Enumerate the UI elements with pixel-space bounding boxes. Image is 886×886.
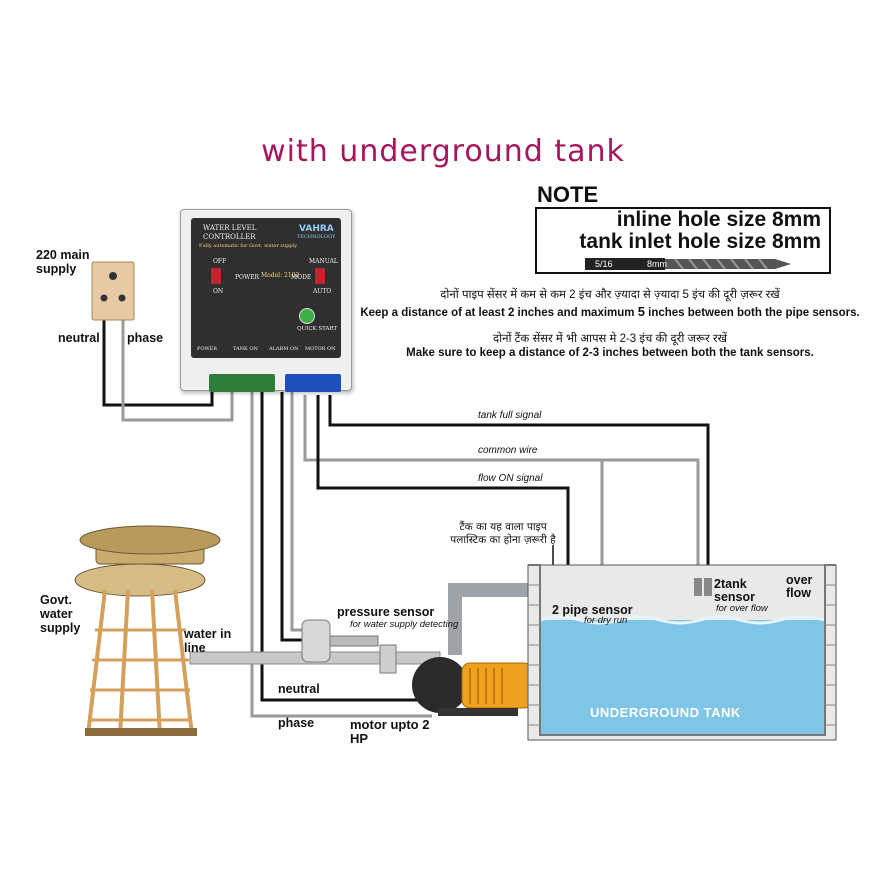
phase-top-label: phase xyxy=(127,331,164,345)
power-off-label: OFF xyxy=(213,258,227,265)
controller-title-1: WATER LEVEL xyxy=(203,224,257,232)
controller-title-2: CONTROLLER xyxy=(203,233,256,241)
neutral-supply-wire xyxy=(102,320,214,407)
power-label: POWER xyxy=(235,274,260,281)
phase-supply-wire xyxy=(121,320,234,422)
flow-on-signal-label: flow ON signal xyxy=(478,473,543,484)
overflow-label: over flow xyxy=(786,573,813,600)
note-box: inline hole size 8mm tank inlet hole siz… xyxy=(535,207,831,274)
mode-auto-label: AUTO xyxy=(313,288,332,295)
underground-tank xyxy=(527,564,837,741)
note-line-tank-inlet: tank inlet hole size 8mm xyxy=(579,230,821,253)
controller-face: WATER LEVEL CONTROLLER Fully automatic f… xyxy=(191,218,341,358)
controller-model: Model: 2102 xyxy=(261,272,300,279)
note-line-inline: inline hole size 8mm xyxy=(616,208,821,231)
drill-size-mm: 8mm xyxy=(647,259,667,269)
pipe-sensor-label: 2 pipe sensor xyxy=(552,603,633,617)
pressure-sensor-device xyxy=(301,619,397,674)
motor-pump xyxy=(412,657,533,716)
instruction-1-english-bold: 5 xyxy=(637,304,645,319)
neutral-bottom-label: neutral xyxy=(278,682,320,696)
pressure-sensor-label: pressure sensor xyxy=(337,605,435,619)
tank-sensor-sub-label: for over flow xyxy=(716,603,768,614)
tank-sensor-probe-a xyxy=(694,578,702,596)
pressure-sensor-wire-a xyxy=(280,392,302,642)
instruction-1-english-pre: Keep a distance of at least 2 inches and… xyxy=(360,307,638,319)
indicator-tank-on: TANK ON xyxy=(233,346,258,352)
power-on-label: ON xyxy=(213,288,224,295)
mode-switch[interactable] xyxy=(315,268,325,284)
controller-subtitle: Fully automatic for Govt. water supply xyxy=(199,243,297,249)
pressure-sensor-wire-b xyxy=(290,392,305,632)
pipe-note-hindi-1: टैंक का यह वाला पाइप xyxy=(459,521,547,533)
tank-sensor-label: 2tank sensor xyxy=(714,577,755,604)
terminal-block-green xyxy=(209,374,275,392)
tank-full-signal-wire xyxy=(328,395,710,585)
neutral-top-label: neutral xyxy=(58,331,100,345)
pipe-note-hindi-2: पलास्टिक का होना ज़रूरी है xyxy=(450,534,556,546)
instruction-2-english: Make sure to keep a distance of 2-3 inch… xyxy=(406,347,814,359)
flow-on-signal-wire xyxy=(316,395,570,578)
mode-manual-label: MANUAL xyxy=(309,258,338,265)
water-level-controller: WATER LEVEL CONTROLLER Fully automatic f… xyxy=(180,209,352,392)
underground-tank-label: UNDERGROUND TANK xyxy=(590,705,741,720)
phase-motor-wire xyxy=(250,392,432,718)
water-tower xyxy=(74,525,221,736)
instruction-1-english-post: inches between both the pipe sensors. xyxy=(644,307,860,319)
controller-brand: VAHRA xyxy=(299,224,334,234)
mode-label: MODE xyxy=(291,274,312,281)
controller-brand-sub: TECHNOLOGY xyxy=(297,234,336,240)
water-in-line-label: water in line xyxy=(184,627,232,655)
neutral-motor-wire xyxy=(260,392,425,702)
page-title: with underground tank xyxy=(261,134,625,169)
common-wire xyxy=(303,395,700,585)
pipe-sensor-sub-label: for dry run xyxy=(584,615,628,626)
indicator-power: POWER xyxy=(197,346,218,352)
instruction-2-hindi: दोनों टैंक सेंसर में भी आपस मे 2-3 इंच क… xyxy=(493,333,727,345)
common-wire-label: common wire xyxy=(478,445,538,456)
terminal-block-blue xyxy=(285,374,341,392)
note-heading: NOTE xyxy=(537,182,599,207)
drill-size-inch: 5/16 xyxy=(595,259,613,269)
indicator-motor-on: MOTOR ON xyxy=(305,346,336,352)
main-supply-socket xyxy=(91,261,135,321)
quick-start-label: QUICK START xyxy=(297,326,338,332)
main-supply-label: 220 main supply xyxy=(36,248,90,276)
motor-label: motor upto 2 HP xyxy=(350,717,430,746)
pressure-sensor-sub-label: for water supply detecting xyxy=(350,619,459,630)
power-switch[interactable] xyxy=(211,268,221,284)
quick-start-button[interactable] xyxy=(299,308,315,324)
tank-full-signal-label: tank full signal xyxy=(478,410,542,421)
drill-bit-icon xyxy=(585,258,791,270)
tank-sensor-probe-b xyxy=(704,578,712,596)
govt-water-supply-label: Govt. water supply xyxy=(40,593,81,635)
instruction-1-hindi: दोनों पाइप सेंसर में कम से कम 2 इंच और ज… xyxy=(440,289,780,301)
instruction-1-english: Keep a distance of at least 2 inches and… xyxy=(330,304,886,319)
indicator-alarm-on: ALARM ON xyxy=(269,346,299,352)
phase-bottom-label: phase xyxy=(278,716,315,730)
